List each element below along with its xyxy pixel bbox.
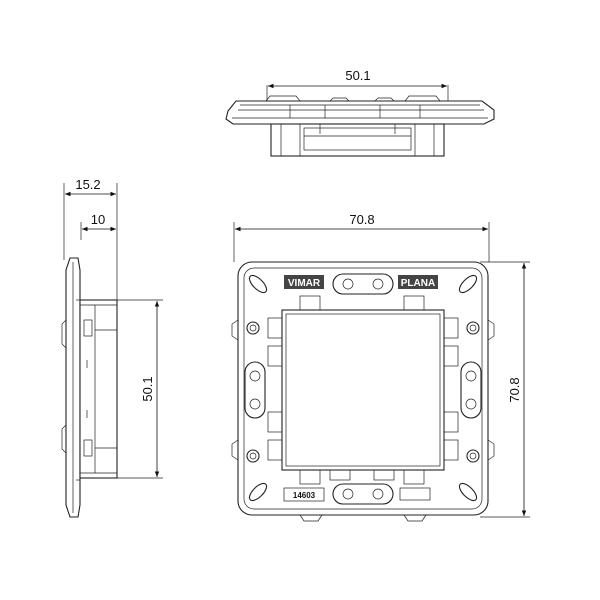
side-view-housing bbox=[79, 299, 118, 479]
top-view-housing bbox=[270, 123, 445, 157]
fixing-hole-left-top bbox=[246, 321, 260, 335]
brand-badge-left bbox=[284, 275, 324, 289]
screw-slot-left bbox=[244, 361, 266, 419]
brand-label-right: PLANA bbox=[401, 278, 435, 289]
front-view: 70.8 70.8 bbox=[231, 212, 530, 522]
top-width-label: 50.1 bbox=[345, 68, 370, 83]
corner-slot-top-right bbox=[458, 274, 478, 294]
side-height-label: 50.1 bbox=[140, 376, 155, 401]
screw-slot-bottom bbox=[332, 483, 394, 505]
corner-slot-bottom-left bbox=[248, 482, 268, 502]
brand-label-left: VIMAR bbox=[288, 278, 321, 289]
front-view-window bbox=[281, 309, 445, 471]
top-view-plate bbox=[225, 100, 495, 125]
side-view: 15.2 10 50.1 bbox=[61, 177, 163, 518]
screw-slot-right bbox=[460, 361, 482, 419]
side-depth-total-label: 15.2 bbox=[75, 177, 100, 192]
fixing-hole-left-bottom bbox=[246, 449, 260, 463]
side-depth-inner-label: 10 bbox=[91, 212, 105, 227]
front-view-frame-inner-edge bbox=[243, 267, 483, 510]
front-width-label: 70.8 bbox=[349, 212, 374, 227]
brand-badge-right bbox=[398, 275, 438, 289]
top-view: 50.1 bbox=[225, 68, 495, 157]
front-height-label: 70.8 bbox=[507, 377, 522, 402]
fixing-hole-right-top bbox=[466, 321, 480, 335]
corner-slot-bottom-right bbox=[458, 482, 478, 502]
corner-slot-top-left bbox=[248, 274, 268, 294]
part-number-box bbox=[283, 487, 325, 502]
part-number-label: 14603 bbox=[293, 491, 316, 500]
screw-slot-top bbox=[332, 273, 394, 295]
fixing-hole-right-bottom bbox=[466, 449, 480, 463]
